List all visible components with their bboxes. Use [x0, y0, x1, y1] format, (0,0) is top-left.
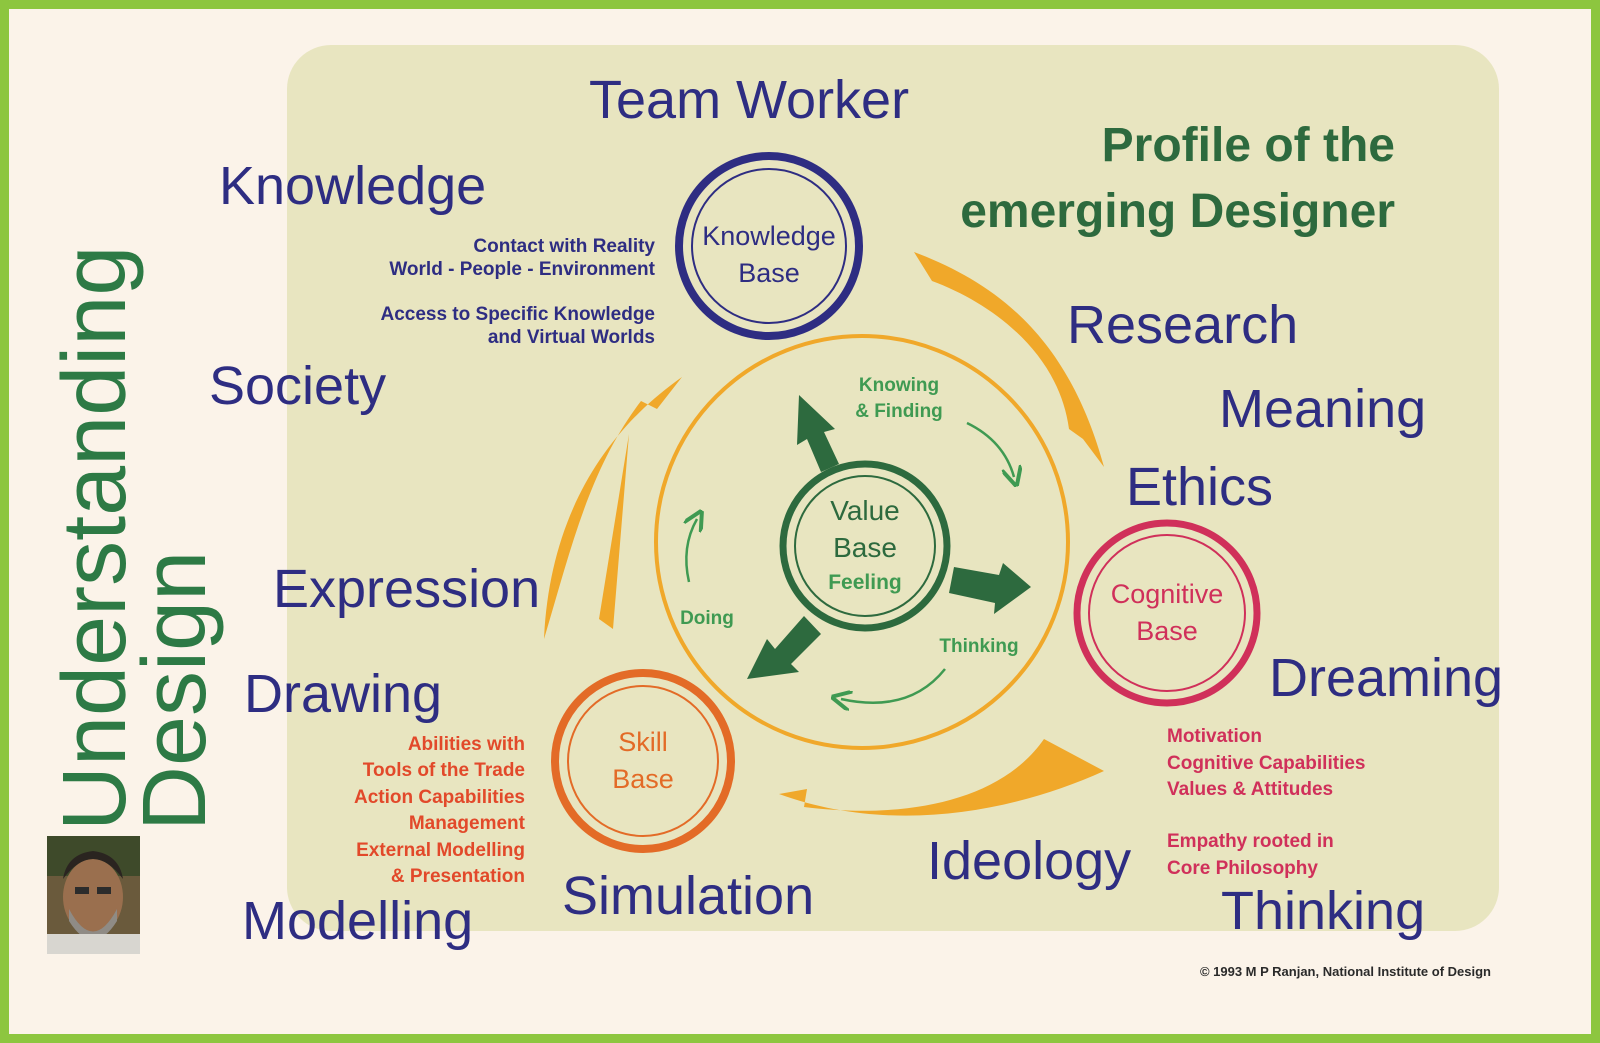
cycle-thinking: Thinking: [939, 636, 1018, 657]
keyword-meaning: Meaning: [1219, 379, 1426, 439]
knowledge-note-4: and Virtual Worlds: [488, 327, 655, 348]
value-base-label-1: Value: [830, 495, 900, 526]
value-base-label-2: Base: [833, 532, 897, 563]
cognitive-note-5: Core Philosophy: [1167, 858, 1318, 879]
copyright: © 1993 M P Ranjan, National Institute of…: [1200, 964, 1491, 979]
poster: Understanding Design Knowledge Base Valu…: [9, 9, 1591, 1034]
keyword-society: Society: [209, 356, 386, 416]
value-base-node: Value Base Feeling: [779, 460, 951, 632]
cycle-knowing-2: & Finding: [855, 401, 943, 422]
cognitive-base-node: Cognitive Base: [1073, 519, 1261, 707]
knowledge-base-label-2: Base: [738, 258, 800, 288]
keyword-thinking: Thinking: [1221, 881, 1425, 941]
keyword-ideology: Ideology: [927, 831, 1131, 891]
keyword-research: Research: [1067, 295, 1298, 355]
keyword-simulation: Simulation: [562, 866, 814, 926]
cycle-arrow-thinking: [841, 668, 946, 703]
cycle-doing: Doing: [680, 608, 734, 629]
skill-note-2: Tools of the Trade: [363, 760, 525, 781]
keyword-dreaming: Dreaming: [1269, 648, 1503, 708]
keyword-expression: Expression: [273, 559, 540, 619]
skill-note-5: External Modelling: [356, 840, 525, 861]
side-title-understanding: Understanding: [45, 246, 145, 831]
title-line-2: emerging Designer: [960, 185, 1395, 238]
cognitive-note-4: Empathy rooted in: [1167, 831, 1334, 852]
cognitive-note-3: Values & Attitudes: [1167, 779, 1333, 800]
arrow-to-knowledge: [797, 395, 839, 472]
knowledge-note-2: World - People - Environment: [389, 259, 655, 280]
skill-note-6: & Presentation: [391, 866, 525, 887]
arrow-to-skill: [747, 616, 821, 679]
cycle-ring: [654, 334, 1070, 750]
arrow-knowledge-to-cognitive: [914, 252, 1104, 467]
cycle-arrow-doing: [686, 519, 697, 583]
value-base-sub: Feeling: [828, 571, 902, 594]
cognitive-base-label-2: Base: [1136, 616, 1198, 646]
cognitive-note-1: Motivation: [1167, 726, 1262, 747]
arrow-cognitive-to-skill: [779, 739, 1104, 816]
diagram-canvas: Understanding Design Knowledge Base Valu…: [45, 45, 1503, 979]
skill-base-label-1: Skill: [618, 727, 668, 757]
keyword-team-worker: Team Worker: [589, 70, 909, 130]
arrow-to-cognitive: [949, 563, 1031, 614]
skill-note-3: Action Capabilities: [354, 787, 525, 808]
keyword-knowledge: Knowledge: [219, 156, 486, 216]
cognitive-note-2: Cognitive Capabilities: [1167, 753, 1365, 774]
cognitive-base-label-1: Cognitive: [1111, 579, 1224, 609]
knowledge-base-node: Knowledge Base: [675, 152, 863, 340]
skill-base-label-2: Base: [612, 764, 674, 794]
keyword-modelling: Modelling: [242, 891, 473, 951]
side-title-design: Design: [125, 551, 225, 831]
knowledge-note-3: Access to Specific Knowledge: [380, 304, 655, 325]
keyword-drawing: Drawing: [244, 664, 442, 724]
cycle-arrow-knowing: [966, 421, 1014, 477]
skill-note-1: Abilities with: [408, 734, 525, 755]
keyword-ethics: Ethics: [1126, 457, 1273, 517]
author-photo: [47, 836, 140, 954]
skill-base-node: Skill Base: [551, 669, 735, 853]
cycle-knowing-1: Knowing: [859, 375, 939, 396]
skill-note-4: Management: [409, 813, 526, 834]
title-line-1: Profile of the: [1102, 119, 1395, 172]
knowledge-base-label-1: Knowledge: [702, 221, 836, 251]
knowledge-note-1: Contact with Reality: [473, 236, 655, 257]
arrow-skill-to-knowledge: [544, 377, 682, 639]
